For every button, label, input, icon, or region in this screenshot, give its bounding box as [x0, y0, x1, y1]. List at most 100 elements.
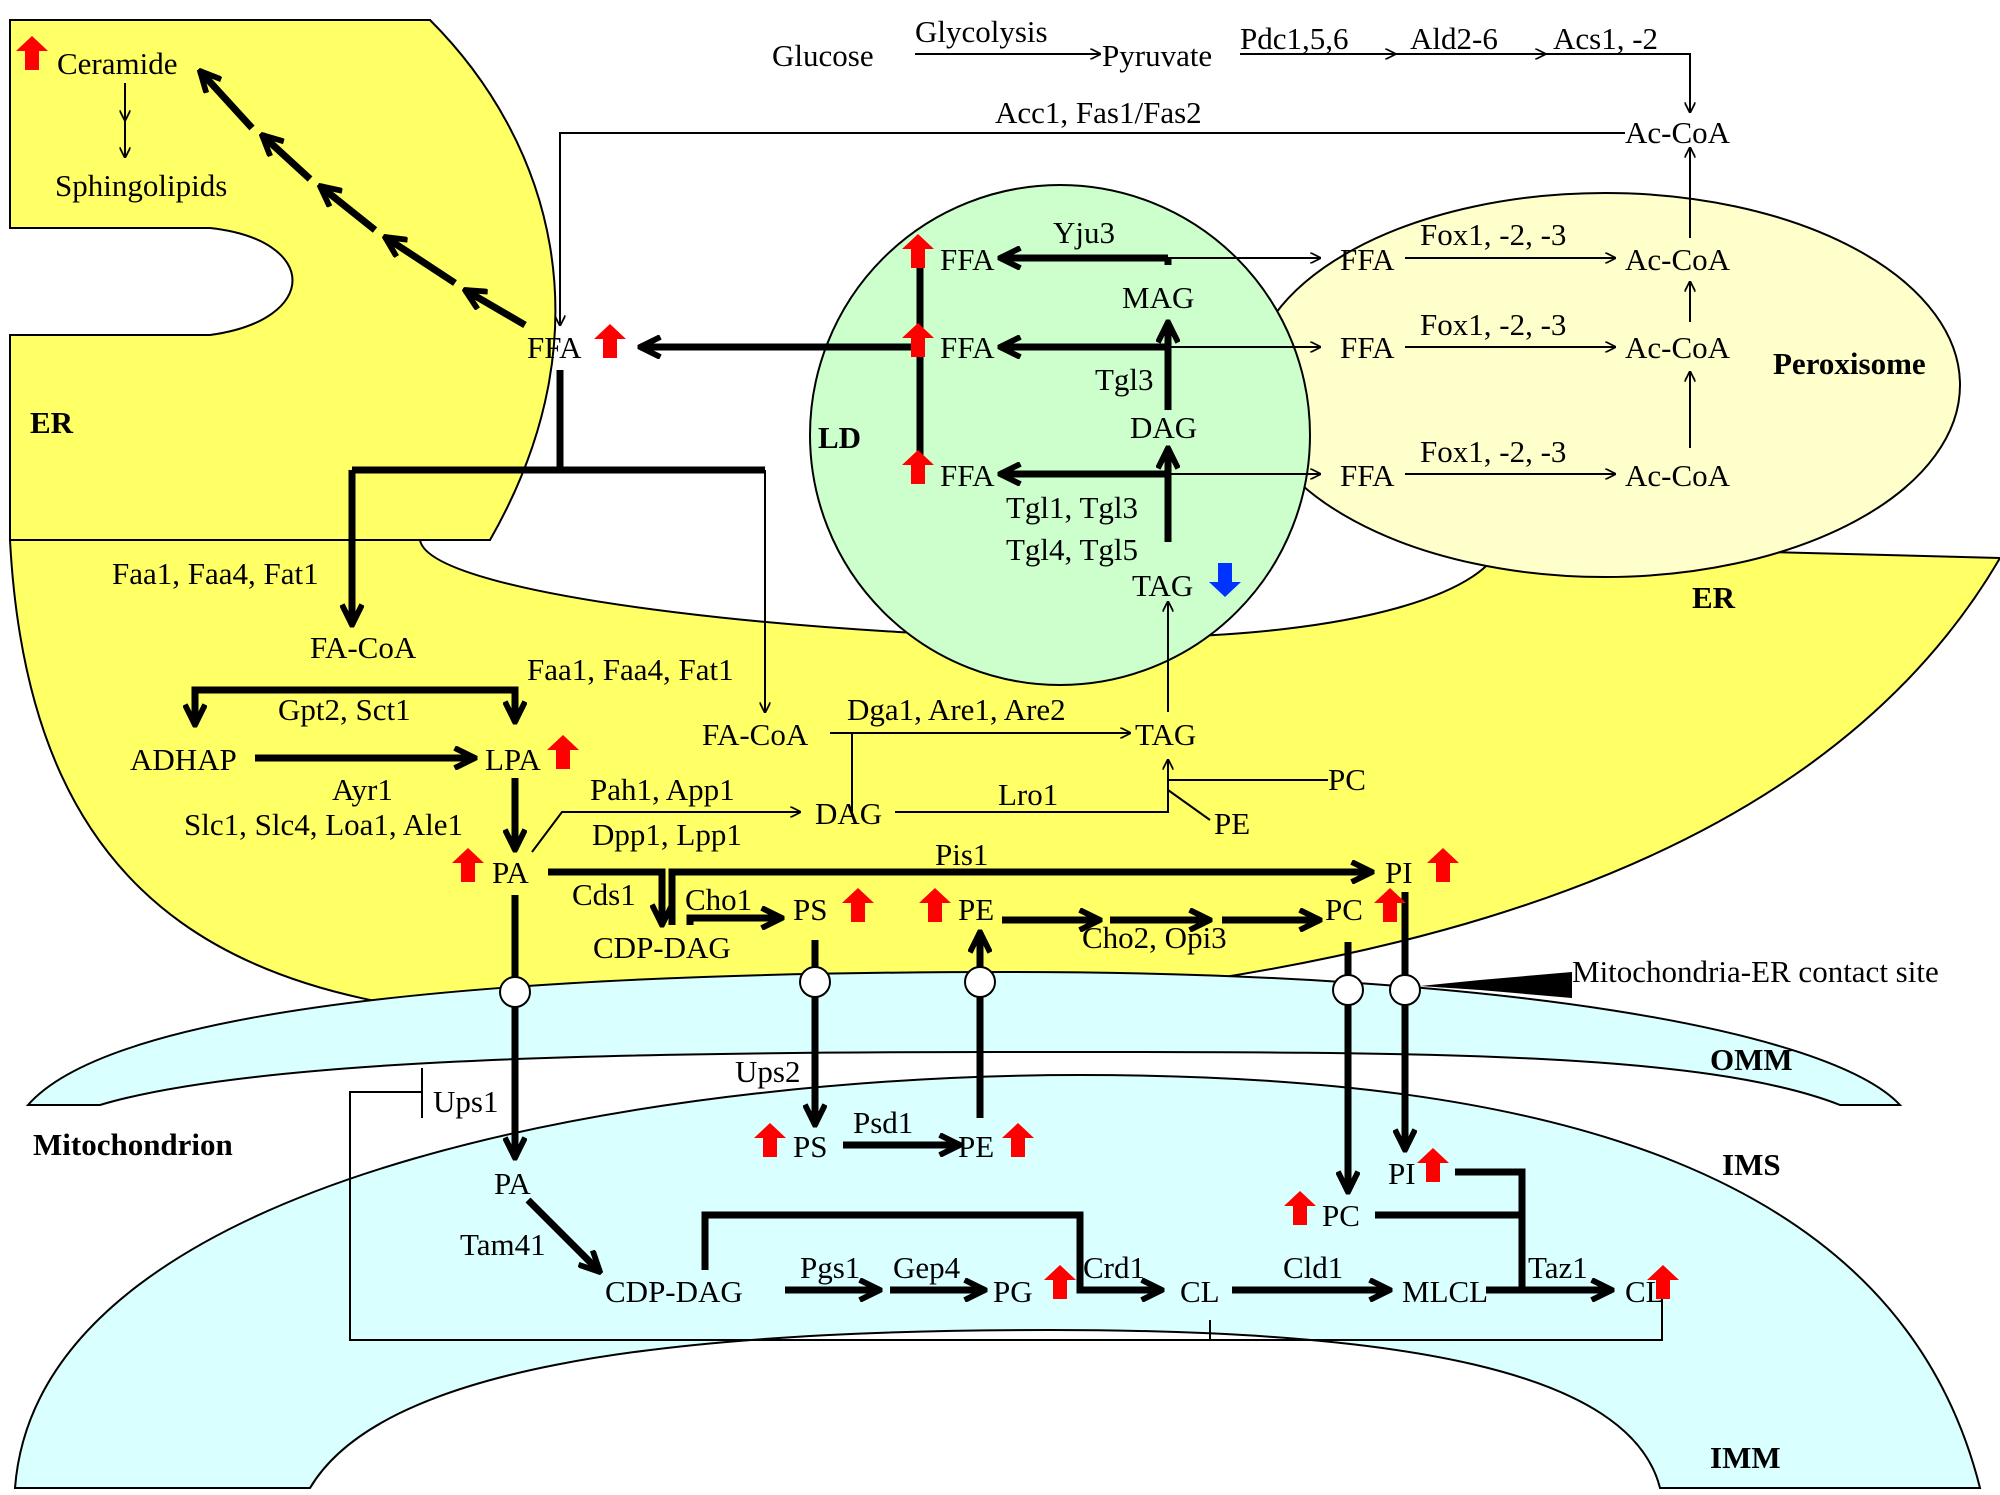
pah-app-label: Pah1, App1: [590, 772, 735, 807]
faa-1-label: Faa1, Faa4, Fat1: [112, 556, 319, 591]
accoa-p3-label: Ac-CoA: [1625, 458, 1731, 493]
ceramide-label: Ceramide: [57, 46, 178, 81]
cho1-label: Cho1: [685, 882, 752, 917]
metabolite-labels: Ceramide Sphingolipids Glucose Pyruvate …: [55, 38, 1731, 1309]
fox-2-label: Fox1, -2, -3: [1420, 307, 1566, 342]
pi-er-label: PI: [1385, 855, 1413, 890]
dpp-lpp-label: Dpp1, Lpp1: [592, 817, 742, 852]
pgs1-label: Pgs1: [800, 1250, 860, 1285]
ffa-ld3-label: FFA: [940, 458, 995, 493]
tgl1-tgl3-label: Tgl1, Tgl3: [1006, 490, 1138, 525]
yju3-label: Yju3: [1053, 215, 1115, 250]
up-arrow-ffa-ld1: [902, 234, 934, 268]
pe-mito-label: PE: [958, 1129, 994, 1164]
faa-2-label: Faa1, Faa4, Fat1: [527, 652, 734, 687]
er-label-main: ER: [1692, 580, 1736, 615]
ld-label: LD: [818, 420, 861, 455]
sphingolipids-label: Sphingolipids: [55, 168, 227, 203]
er-main-membrane: [8, 539, 2000, 1022]
ffa-ld1-label: FFA: [940, 242, 995, 277]
ups1-label: Ups1: [433, 1084, 498, 1119]
up-arrow-ps-er: [842, 888, 874, 922]
pc-mito-label: PC: [1322, 1198, 1360, 1233]
up-arrow-pi-er: [1427, 848, 1459, 882]
tag-ld-label: TAG: [1132, 568, 1193, 603]
pdc-label: Pdc1,5,6: [1240, 21, 1349, 56]
thick-arrows: [195, 71, 1612, 1290]
ffa-er-label: FFA: [527, 330, 582, 365]
up-arrow-ps-mito: [754, 1123, 786, 1157]
down-arrow-tag-ld: [1209, 563, 1241, 597]
gep4-label: Gep4: [893, 1250, 961, 1285]
thin-arrows: [125, 54, 1690, 1341]
dag-ld-label: DAG: [1130, 410, 1197, 445]
ps-mito-label: PS: [793, 1129, 827, 1164]
omm-label: OMM: [1710, 1042, 1793, 1077]
up-arrow-pe-er: [919, 888, 951, 922]
up-arrow-pc-mito: [1284, 1191, 1316, 1225]
mitochondrion-label: Mitochondrion: [33, 1127, 233, 1162]
downregulation-arrows: [1209, 563, 1241, 597]
psd1-label: Psd1: [853, 1105, 913, 1140]
pyruvate-label: Pyruvate: [1102, 38, 1212, 73]
contact-site-label: Mitochondria-ER contact site: [1572, 954, 1939, 989]
ps-er-label: PS: [793, 892, 827, 927]
ffa-p2-label: FFA: [1340, 330, 1395, 365]
tam41-label: Tam41: [460, 1227, 546, 1262]
peroxisome-label: Peroxisome: [1773, 346, 1926, 381]
gpt-sct-label: Gpt2, Sct1: [278, 692, 411, 727]
cl-1-label: CL: [1180, 1274, 1220, 1309]
accoa-p1-label: Ac-CoA: [1625, 242, 1731, 277]
cds1-label: Cds1: [572, 877, 636, 912]
omm-membrane: [25, 970, 1903, 1106]
dag-er-label: DAG: [815, 796, 882, 831]
ald-label: Ald2-6: [1410, 21, 1498, 56]
up-arrow-pe-mito: [1002, 1123, 1034, 1157]
taz1-label: Taz1: [1528, 1250, 1588, 1285]
tgl3-label: Tgl3: [1095, 362, 1154, 397]
cld1-label: Cld1: [1283, 1250, 1343, 1285]
up-arrow-pa-er: [452, 848, 484, 882]
enzyme-labels: Glycolysis Pdc1,5,6 Ald2-6 Acs1, -2 Acc1…: [112, 14, 1658, 1285]
accoa-top-label: Ac-CoA: [1625, 115, 1731, 150]
up-arrow-ffa-ld3: [902, 450, 934, 484]
ffa-p3-label: FFA: [1340, 458, 1395, 493]
glucose-label: Glucose: [772, 38, 874, 73]
cho2-opi3-label: Cho2, Opi3: [1082, 920, 1227, 955]
up-arrow-pc-er: [1374, 888, 1406, 922]
pis1-label: Pis1: [935, 837, 988, 872]
er-label-top: ER: [30, 405, 74, 440]
fox-1-label: Fox1, -2, -3: [1420, 217, 1566, 252]
adhap-label: ADHAP: [130, 742, 237, 777]
acs-label: Acs1, -2: [1553, 21, 1658, 56]
imm-label: IMM: [1710, 1440, 1781, 1475]
pi-mito-label: PI: [1388, 1156, 1416, 1191]
pg-label: PG: [993, 1274, 1033, 1309]
facoa-2-label: FA-CoA: [702, 717, 809, 752]
slc-ale-label: Slc1, Slc4, Loa1, Ale1: [184, 807, 463, 842]
glycolysis-label: Glycolysis: [915, 14, 1048, 49]
pe-er-label: PE: [958, 892, 994, 927]
er-top-membrane: [9, 19, 557, 541]
up-arrow-ceramide: [16, 36, 48, 70]
cdpdag-mito-label: CDP-DAG: [605, 1274, 743, 1309]
mlcl-label: MLCL: [1402, 1274, 1488, 1309]
ffa-ld2-label: FFA: [940, 330, 995, 365]
mag-label: MAG: [1122, 280, 1194, 315]
dga-are-label: Dga1, Are1, Are2: [847, 692, 1066, 727]
lipid-droplet: [809, 184, 1311, 686]
pe-lro-label: PE: [1214, 806, 1250, 841]
up-arrow-pi-mito: [1417, 1148, 1449, 1182]
lro1-label: Lro1: [998, 777, 1058, 812]
pc-er-label: PC: [1325, 892, 1363, 927]
up-arrow-pg: [1044, 1265, 1076, 1299]
up-arrow-ffa-er: [594, 324, 626, 358]
pa-er-label: PA: [492, 855, 529, 890]
up-arrow-cl-2: [1647, 1265, 1679, 1299]
pc-lro-label: PC: [1328, 762, 1366, 797]
pa-mito-label: PA: [494, 1166, 531, 1201]
acc-fas-label: Acc1, Fas1/Fas2: [995, 95, 1202, 130]
upregulation-arrows: [16, 36, 1679, 1299]
accoa-p2-label: Ac-CoA: [1625, 330, 1731, 365]
